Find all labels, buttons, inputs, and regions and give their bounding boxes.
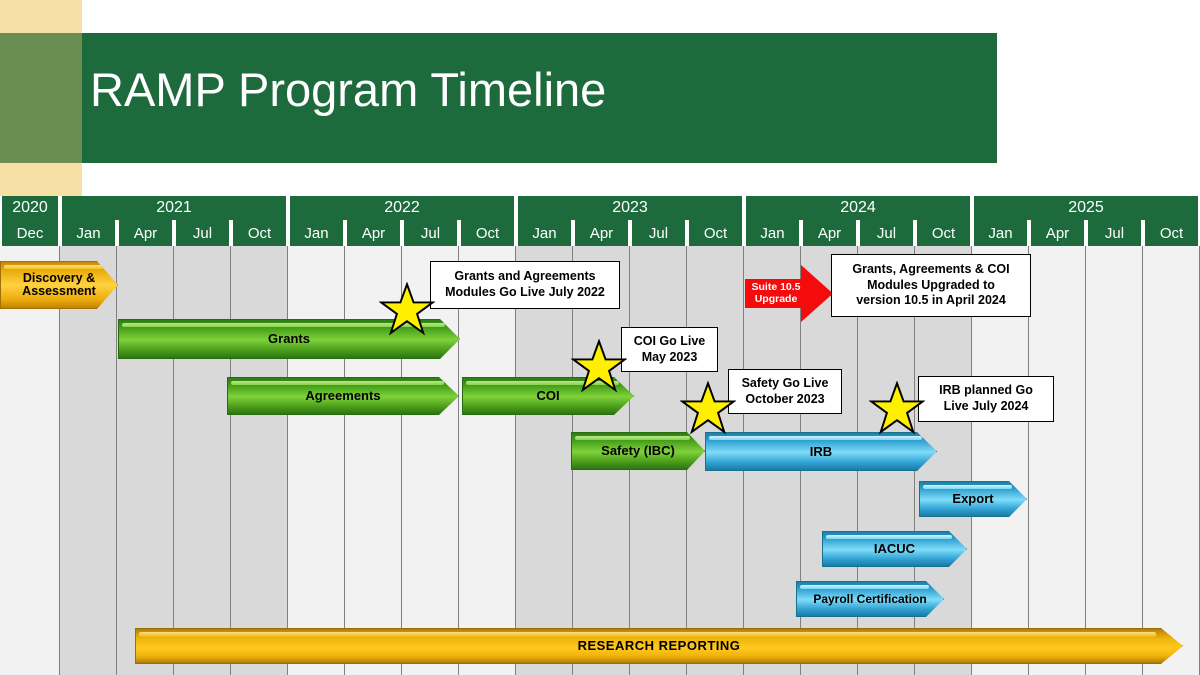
- milestone-star-irb[interactable]: [869, 381, 925, 437]
- timeline-month-3: Jul: [174, 220, 231, 246]
- bar-agreements[interactable]: Agreements: [227, 377, 459, 415]
- bar-highlight: [923, 485, 1012, 489]
- bar-highlight: [139, 632, 1156, 637]
- bar-iacuc[interactable]: IACUC: [822, 531, 967, 567]
- callout-coi[interactable]: COI Go Live May 2023: [621, 327, 718, 372]
- timeline-column-band: [0, 246, 60, 675]
- bar-label: RESEARCH REPORTING: [577, 638, 741, 654]
- bar-highlight: [231, 381, 444, 385]
- bar-label: Discovery & Assessment: [22, 270, 96, 298]
- bar-label: Safety (IBC): [601, 443, 675, 459]
- callout-irb[interactable]: IRB planned Go Live July 2024: [918, 376, 1054, 422]
- bar-suite-upgrade[interactable]: Suite 10.5 Upgrade: [745, 265, 833, 322]
- timeline-column-band: [117, 246, 174, 675]
- timeline-column-band: [459, 246, 516, 675]
- timeline-year-2025: 2025: [972, 196, 1200, 220]
- bar-coi[interactable]: COI: [462, 377, 634, 415]
- bar-grants[interactable]: Grants: [118, 319, 460, 359]
- timeline-column-band: [345, 246, 402, 675]
- callout-line-2: Modules Go Live July 2022: [445, 285, 605, 299]
- timeline-column-band: [231, 246, 288, 675]
- bar-label: Payroll Certification: [813, 591, 927, 606]
- page-title: RAMP Program Timeline: [90, 63, 607, 116]
- bar-discovery-assessment[interactable]: Discovery & Assessment: [0, 261, 118, 309]
- timeline-month-7: Jul: [402, 220, 459, 246]
- timeline-column-band: [1086, 246, 1143, 675]
- timeline-month-6: Apr: [345, 220, 402, 246]
- title-accent-bottom: [0, 163, 82, 196]
- bar-highlight: [800, 585, 929, 589]
- timeline-month-19: Jul: [1086, 220, 1143, 246]
- bar-label: COI: [536, 388, 560, 404]
- timeline-month-15: Jul: [858, 220, 915, 246]
- timeline-year-2022: 2022: [288, 196, 516, 220]
- callout-line-1: COI Go Live: [633, 333, 706, 348]
- bar-irb[interactable]: IRB: [705, 432, 937, 471]
- callout-line-2: Modules Upgraded to: [867, 277, 995, 292]
- timeline-column-band: [60, 246, 117, 675]
- bar-payroll-certification[interactable]: Payroll Certification: [796, 581, 944, 617]
- callout-line-1: Grants, Agreements & COI: [852, 262, 1010, 277]
- callout-line-1: IRB planned Go: [939, 383, 1033, 398]
- callout-line-1: Grants and Agreements: [454, 269, 596, 284]
- timeline-column-band: [972, 246, 1029, 675]
- timeline-month-11: Jul: [630, 220, 687, 246]
- bar-label: IACUC: [873, 541, 916, 557]
- timeline-month-12: Oct: [687, 220, 744, 246]
- timeline-month-4: Oct: [231, 220, 288, 246]
- milestone-star-grants[interactable]: [379, 282, 435, 338]
- callout-line-1: Safety Go Live: [741, 375, 829, 390]
- bar-label: IRB: [809, 443, 833, 459]
- timeline-month-20: Oct: [1143, 220, 1200, 246]
- milestone-star-safety[interactable]: [680, 381, 736, 437]
- timeline-year-2024: 2024: [744, 196, 972, 220]
- bar-label: Suite 10.5 Upgrade: [751, 281, 801, 305]
- timeline-month-13: Jan: [744, 220, 801, 246]
- callout-line-3: version 10.5 in April 2024: [856, 293, 1006, 308]
- timeline-month-14: Apr: [801, 220, 858, 246]
- timeline-month-18: Apr: [1029, 220, 1086, 246]
- timeline-year-2021: 2021: [60, 196, 288, 220]
- timeline-month-1: Jan: [60, 220, 117, 246]
- timeline-column-band: [288, 246, 345, 675]
- bar-highlight: [4, 265, 103, 269]
- timeline-year-2020: 2020: [0, 196, 60, 220]
- milestone-star-coi[interactable]: [571, 339, 627, 395]
- timeline-month-16: Oct: [915, 220, 972, 246]
- timeline-month-8: Oct: [459, 220, 516, 246]
- title-accent-top: [0, 0, 82, 33]
- title-banner: [82, 33, 997, 163]
- bar-export[interactable]: Export: [919, 481, 1027, 517]
- timeline-month-17: Jan: [972, 220, 1029, 246]
- timeline-month-10: Apr: [573, 220, 630, 246]
- timeline-year-2023: 2023: [516, 196, 744, 220]
- timeline-month-0: Dec: [0, 220, 60, 246]
- callout-line-2: October 2023: [745, 391, 825, 406]
- callout-grants-agreements[interactable]: Grants and Agreements Modules Go Live Ju…: [430, 261, 620, 309]
- timeline-month-2: Apr: [117, 220, 174, 246]
- bar-highlight: [709, 436, 922, 440]
- timeline-plot-area: Discovery & Assessment Grants Agreements…: [0, 246, 1200, 675]
- bar-highlight: [122, 323, 445, 327]
- bar-label: Export: [952, 491, 994, 507]
- bar-label: Agreements: [305, 388, 381, 404]
- timeline-month-9: Jan: [516, 220, 573, 246]
- callout-line-2: May 2023: [641, 349, 698, 364]
- callout-line-2: Live July 2024: [943, 399, 1029, 413]
- bar-safety-ibc[interactable]: Safety (IBC): [571, 432, 705, 470]
- callout-safety[interactable]: Safety Go Live October 2023: [728, 369, 842, 414]
- bar-highlight: [575, 436, 690, 440]
- bar-highlight: [466, 381, 619, 385]
- title-accent-middle: [0, 33, 82, 163]
- timeline-month-5: Jan: [288, 220, 345, 246]
- timeline-column-band: [1029, 246, 1086, 675]
- bar-label: Grants: [268, 331, 310, 347]
- bar-highlight: [826, 535, 952, 539]
- timeline-column-band: [174, 246, 231, 675]
- bar-research-reporting[interactable]: RESEARCH REPORTING: [135, 628, 1183, 664]
- callout-upgrade[interactable]: Grants, Agreements & COI Modules Upgrade…: [831, 254, 1031, 317]
